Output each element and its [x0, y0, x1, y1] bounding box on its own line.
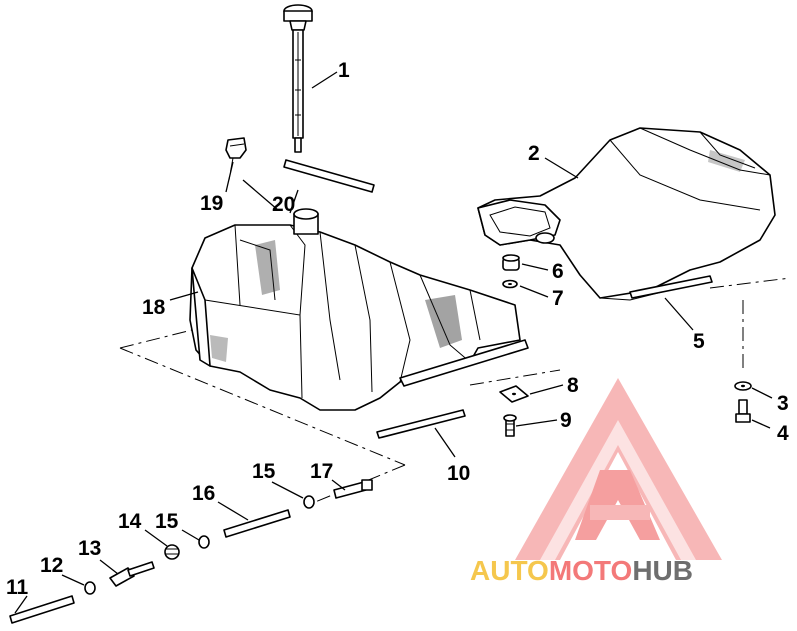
assembly-guides	[119, 157, 791, 506]
callout-13: 13	[78, 537, 101, 560]
callout-9: 9	[560, 409, 572, 432]
callout-5: 5	[693, 330, 705, 353]
callout-20: 20	[272, 193, 295, 216]
callout-14: 14	[118, 510, 142, 533]
callout-8: 8	[567, 374, 579, 397]
screw-9	[503, 414, 517, 437]
callout-19: 19	[200, 192, 223, 215]
callout-6: 6	[552, 260, 564, 283]
watermark-logo-icon	[515, 378, 722, 560]
tank-strap	[376, 409, 466, 439]
leader-lines	[14, 71, 773, 614]
vent-valve	[225, 137, 247, 159]
seat	[477, 127, 776, 301]
fitting-17	[333, 479, 373, 499]
callout-17: 17	[310, 460, 333, 483]
hose-16	[223, 509, 291, 538]
callout-11: 11	[6, 576, 29, 599]
callout-10: 10	[447, 462, 470, 485]
clamp-12	[84, 581, 96, 595]
callout-18: 18	[142, 296, 166, 319]
fuel-sender	[283, 4, 313, 153]
clamp-15a	[303, 495, 315, 509]
callout-16: 16	[192, 482, 215, 505]
seat-strap	[629, 275, 713, 299]
watermark-auto: AUTO	[470, 555, 549, 586]
vent-tube	[283, 159, 375, 193]
watermark-text: AUTOMOTOHUB	[470, 555, 693, 586]
svg-text:AUTOMOTOHUB: AUTOMOTOHUB	[470, 555, 693, 586]
fuel-tank	[189, 208, 529, 411]
callout-4: 4	[777, 422, 789, 445]
callout-12: 12	[40, 554, 63, 577]
callout-labels: 1 2 3 4 5 6 7 8 9 10 11 12 13 14 15 15 1…	[6, 59, 789, 599]
hose-11	[9, 595, 75, 624]
bolt-4	[735, 399, 751, 423]
watermark-moto: MOTO	[549, 555, 632, 586]
watermark-hub: HUB	[632, 555, 693, 586]
callout-15b: 15	[155, 510, 179, 533]
clamp-15b	[198, 535, 210, 549]
callout-7: 7	[552, 287, 564, 310]
plate	[499, 385, 529, 403]
bumper	[502, 254, 520, 271]
callout-3: 3	[777, 392, 789, 415]
callout-15a: 15	[252, 460, 276, 483]
fitting-13	[109, 561, 155, 587]
washer-7	[502, 279, 518, 289]
callout-1: 1	[338, 59, 350, 82]
clamp-14	[164, 544, 180, 560]
callout-2: 2	[528, 142, 540, 165]
washer-3	[734, 381, 752, 391]
